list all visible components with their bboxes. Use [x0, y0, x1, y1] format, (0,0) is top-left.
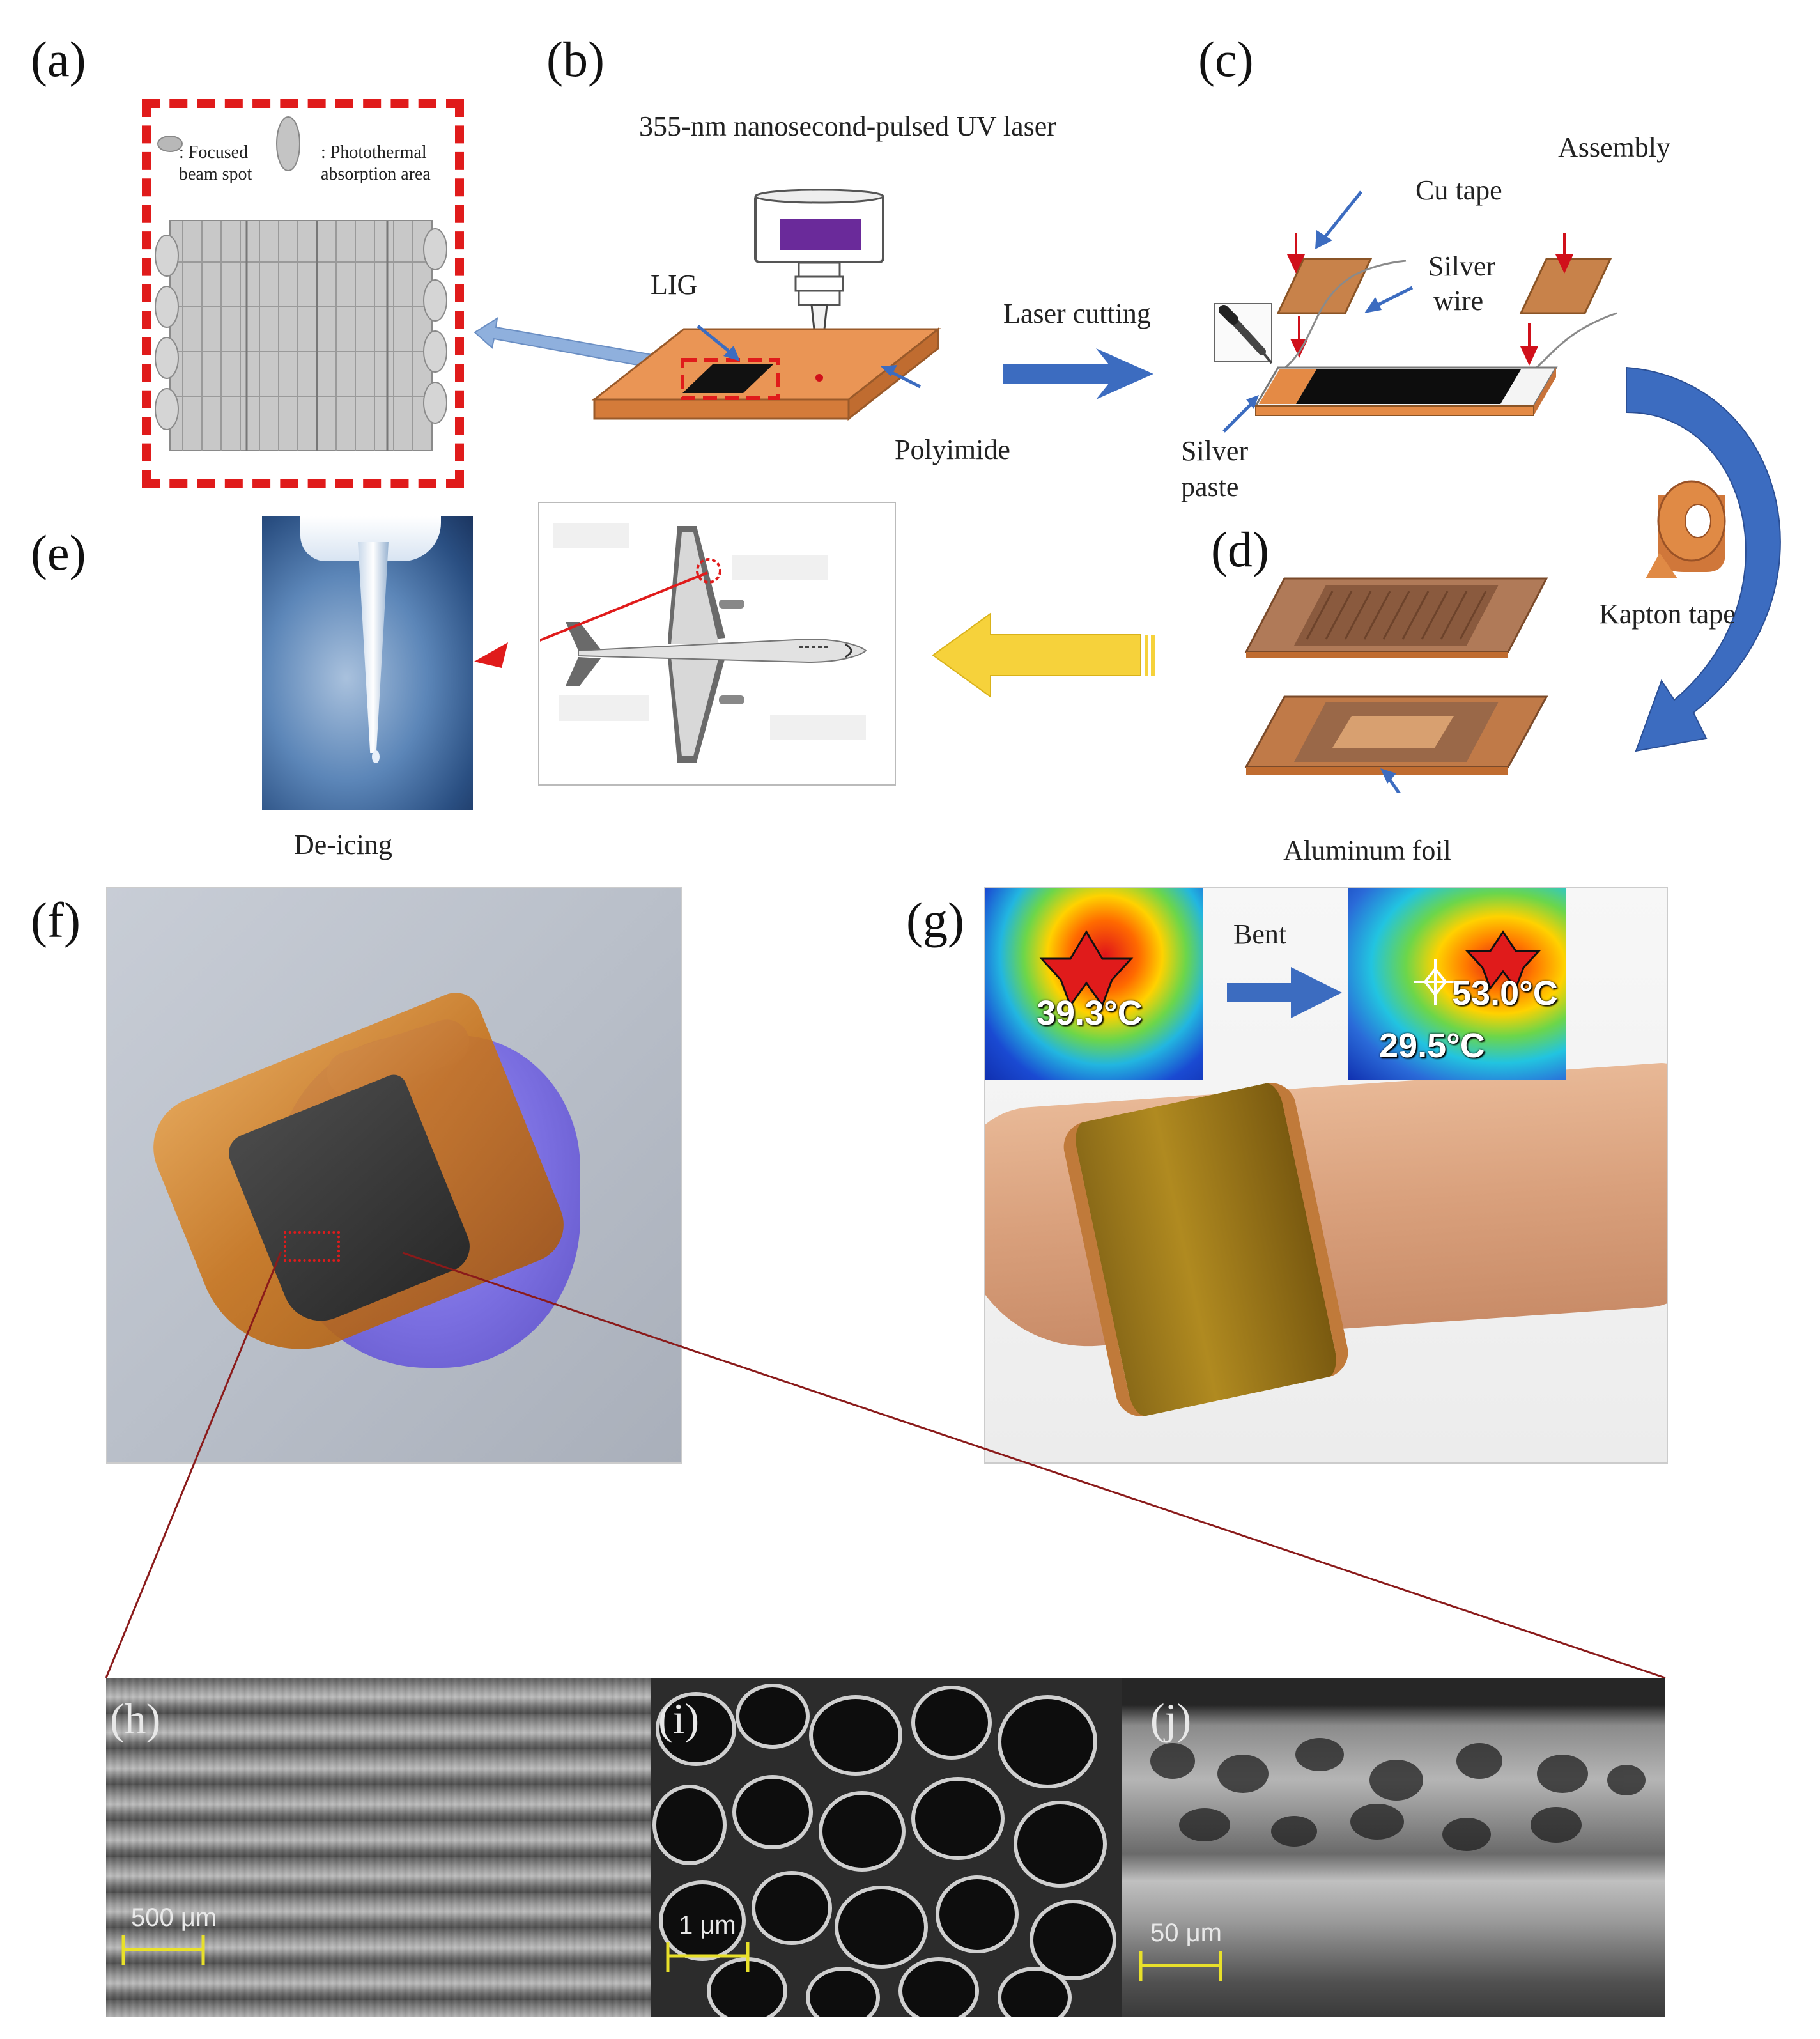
legend-photothermal-line1: : Photothermal [321, 143, 427, 162]
temp-bent-cold: 29.5°C [1379, 1027, 1485, 1065]
sem-panel-j [1122, 1678, 1665, 2017]
temp-flat: 39.3°C [1037, 994, 1143, 1032]
panel-label-b: (b) [546, 31, 605, 87]
bent-label: Bent [1233, 919, 1287, 950]
scale-label-i: 1 μm [679, 1911, 736, 1939]
legend-photothermal-line2: absorption area [321, 164, 431, 184]
bent-arrow [1227, 967, 1342, 1018]
panel-label-c: (c) [1198, 31, 1254, 87]
scale-bars [121, 1935, 1222, 1981]
crosshair-hot-icon [1465, 930, 1541, 991]
assembly-illustration [1214, 190, 1617, 433]
temp-bent-hot: 53.0°C [1452, 974, 1558, 1012]
cu-tape-label: Cu tape [1415, 174, 1502, 206]
focused-spot-icon [157, 136, 183, 152]
scale-bar-h [121, 1935, 205, 1965]
cu-tape-right [1519, 258, 1612, 314]
silver-paste-label: Silver paste [1181, 433, 1248, 505]
crosshair-cold-icon [1414, 959, 1457, 1005]
panel-label-h: (h) [110, 1694, 161, 1743]
red-pointer-arrowhead [474, 642, 508, 668]
panel-label-f: (f) [31, 892, 81, 948]
scale-bar-i [666, 1942, 750, 1972]
laser-cutting-arrow [1003, 348, 1153, 399]
graphene-stack-illustration [155, 116, 447, 451]
laser-window [780, 219, 861, 250]
yellow-flow-arrow [932, 612, 1155, 698]
aluminum-foil-label: Aluminum foil [1283, 835, 1451, 866]
airplane-illustration [540, 523, 867, 763]
panel-label-a: (a) [31, 31, 86, 87]
crosshair-flat-icon [1039, 930, 1134, 1008]
encapsulated-heaters [1244, 577, 1548, 793]
icicle-photo [262, 516, 473, 810]
wearable-heater-photo [984, 887, 1668, 1464]
laser-setup-illustration [591, 189, 941, 421]
legend-focused-line2: beam spot [179, 164, 252, 184]
laser-cutting-label: Laser cutting [1003, 298, 1151, 329]
lig-heater [1296, 369, 1521, 404]
sem-panel-h [106, 1678, 651, 2017]
assembly-label: Assembly [1558, 132, 1670, 163]
cu-tape-left [1276, 258, 1373, 314]
lig-label: LIG [651, 269, 698, 300]
panel-a-box [142, 99, 464, 488]
kapton-tape-icon [1646, 480, 1726, 578]
silver-wire-line1: Silver [1428, 251, 1496, 282]
kapton-tape-label: Kapton tape [1599, 598, 1736, 630]
scale-label-j: 50 μm [1150, 1919, 1222, 1947]
thermal-overlays [1039, 930, 1541, 1018]
lig-pattern [682, 364, 773, 393]
polyimide-label: Polyimide [895, 434, 1010, 465]
legend-focused-line1: : Focused [179, 143, 249, 162]
thermal-bent [1348, 888, 1566, 1080]
panel-label-g: (g) [906, 892, 964, 948]
panel-label-j: (j) [1150, 1694, 1192, 1743]
silver-wire-line2: wire [1433, 285, 1484, 316]
scale-bar-j [1139, 1951, 1222, 1981]
aluminum-foil [1332, 716, 1454, 748]
panel-label-i: (i) [658, 1694, 700, 1743]
legend-focused-beam: : Focused beam spot [179, 142, 275, 185]
legend-photothermal: : Photothermal absorption area [321, 142, 461, 185]
flexible-heater-photo [106, 887, 682, 1464]
sem-h-texture [106, 1678, 651, 2017]
silver-wire-label: Silver wire [1428, 249, 1495, 318]
sem-panel-i [651, 1678, 1122, 2017]
panel-label-d: (d) [1211, 522, 1269, 577]
panel-label-e: (e) [31, 525, 86, 580]
silver-paste-line1: Silver [1181, 435, 1249, 467]
zoom-lines [105, 1251, 1666, 1679]
deicing-target-marker [696, 558, 721, 584]
silver-paste-line2: paste [1181, 471, 1239, 502]
curved-flow-arrow [1626, 366, 1781, 752]
deicing-caption: De-icing [294, 829, 392, 860]
laser-caption: 355-nm nanosecond-pulsed UV laser [639, 111, 1056, 142]
absorption-area-icon [276, 116, 300, 171]
scale-label-h: 500 μm [131, 1903, 217, 1932]
